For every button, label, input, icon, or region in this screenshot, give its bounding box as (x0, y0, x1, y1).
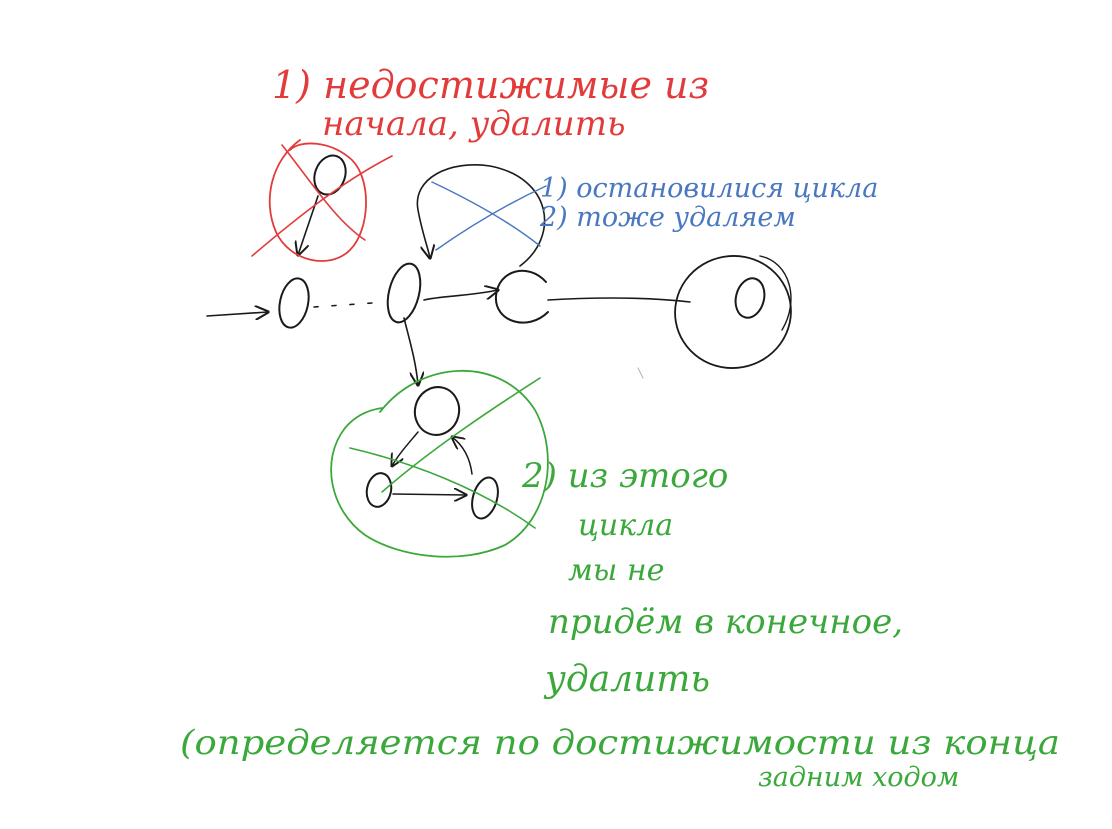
bottom-note: (определяется по достижимости из конца з… (180, 723, 1060, 793)
green-cross-stroke-2 (381, 377, 541, 493)
transition-to-dead-cycle (403, 317, 418, 385)
red-cross-stroke-1 (281, 144, 366, 241)
transition-3-final (547, 297, 691, 303)
blue-cross-stroke-2 (435, 185, 547, 251)
dead-state-left (365, 472, 393, 508)
dead-transition-top-left (392, 431, 419, 466)
final-state-outer (674, 255, 792, 369)
green-cross-stroke-1 (349, 447, 536, 529)
start-state (278, 277, 310, 329)
bottom-note-line-2: задним ходом (758, 762, 959, 793)
green-note-line-2: цикла (578, 508, 673, 543)
loop-arrow (416, 164, 546, 267)
state-3 (494, 269, 549, 324)
blue-note-line-1: 1) остановилися цикла (540, 173, 878, 204)
red-note: 1) недостижимые из начала, удалить (272, 63, 709, 144)
red-cross-stroke-2 (251, 155, 393, 257)
state-chain (206, 164, 691, 329)
dead-cycle-group (330, 317, 549, 558)
red-note-line-1: 1) недостижимые из (272, 63, 709, 107)
final-state-stroke (759, 255, 792, 331)
final-state-group (674, 255, 792, 369)
green-note-line-3: мы не (568, 553, 664, 588)
bottom-note-line-1: (определяется по достижимости из конца (180, 723, 1060, 763)
dead-state-right (471, 476, 499, 520)
blue-note: 1) остановилися цикла 2) тоже удаляем (539, 173, 878, 233)
unreachable-state (313, 154, 347, 196)
blue-cross-stroke-1 (431, 181, 541, 247)
blue-note-line-2: 2) тоже удаляем (539, 202, 796, 233)
green-note-line-4: придём в конечное, (548, 602, 903, 642)
state-2 (386, 262, 422, 324)
start-arrow (206, 312, 268, 316)
green-note-line-5: удалить (543, 659, 710, 700)
transition-2-3 (423, 290, 498, 301)
stray-mark (637, 367, 644, 379)
red-circle-mark (268, 139, 367, 262)
red-note-line-2: начала, удалить (322, 104, 625, 144)
dotted-path (313, 302, 373, 308)
unreachable-state-group (251, 139, 393, 262)
green-circle-mark (330, 369, 549, 558)
final-state-inner (734, 277, 766, 319)
dead-transition-left-right (392, 494, 466, 495)
dead-transition-right-top (452, 437, 473, 475)
green-note-line-1: 2) из этого (521, 456, 728, 496)
green-note: 2) из этого цикла мы не придём в конечно… (521, 456, 903, 700)
dead-state-top (413, 386, 461, 436)
